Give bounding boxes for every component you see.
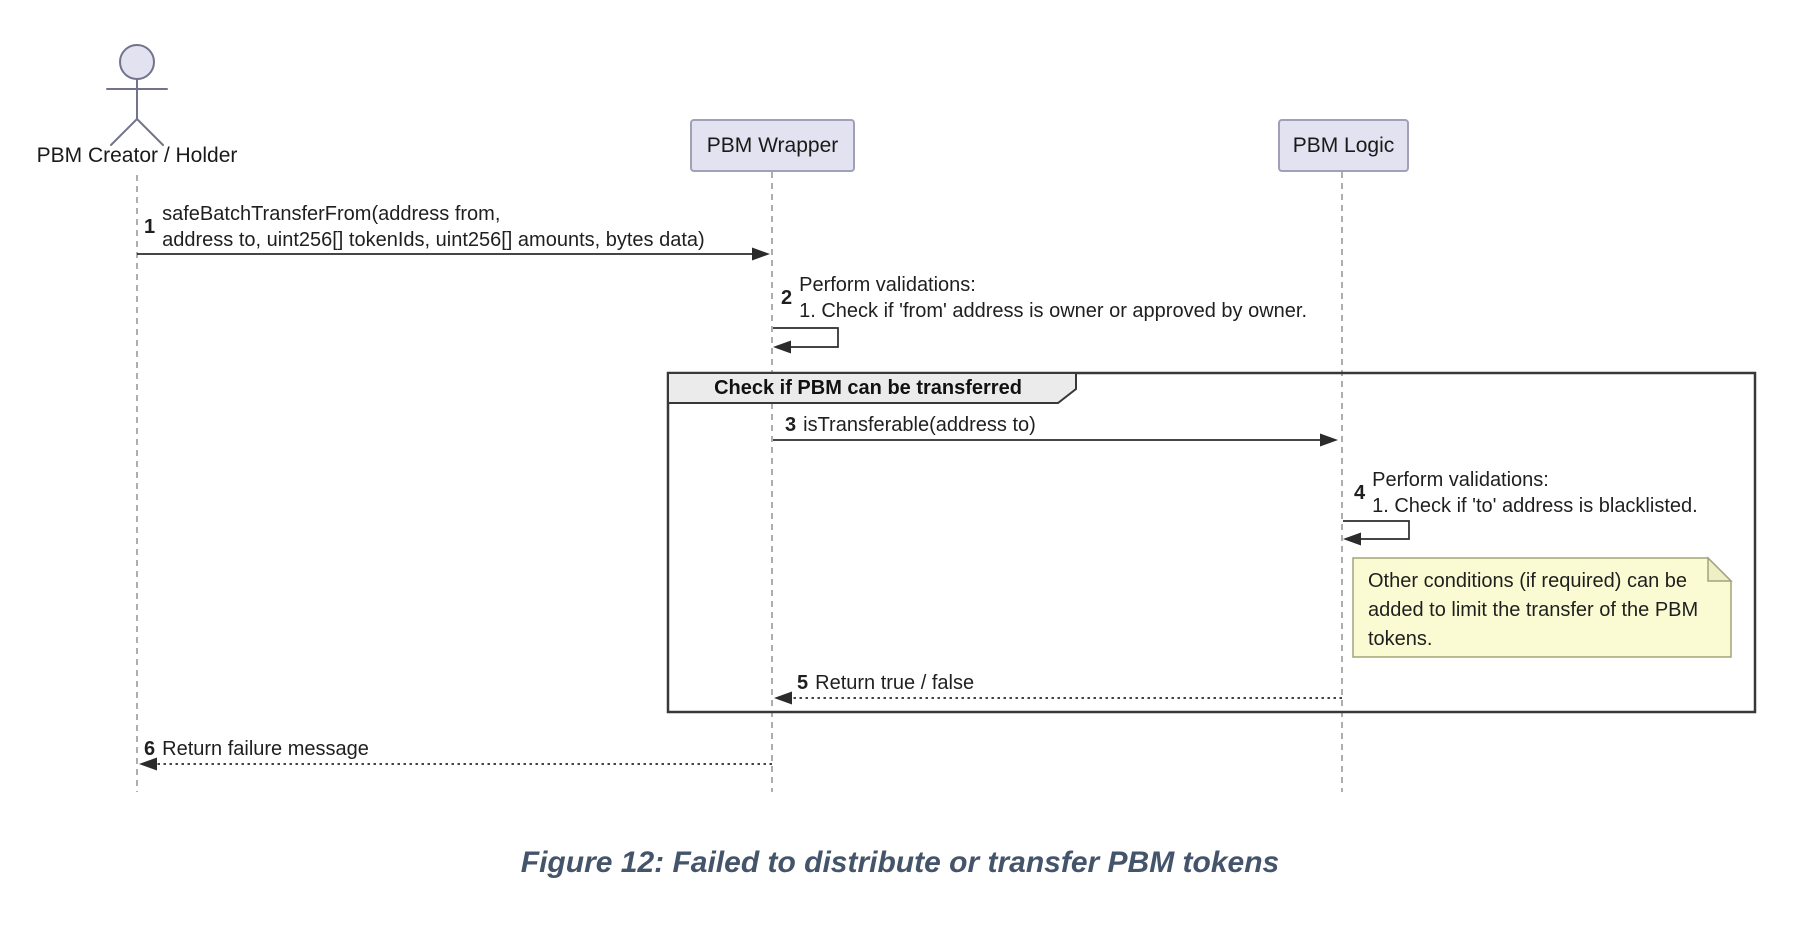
arrowhead-message-2 [773,340,791,354]
fragment-title: Check if PBM can be transferred [714,376,1022,399]
participant-pbm-wrapper-label: PBM Wrapper [706,133,839,157]
arrow-message-4-self [1343,520,1410,540]
actor-leg-left [110,118,138,146]
message-5: 5 Return true / false [797,670,974,696]
actor-label: PBM Creator / Holder [36,144,238,167]
arrow-message-2-self [773,327,839,348]
message-4-line-1: Perform validations: [1372,469,1549,491]
message-3: 3 isTransferable(address to) [785,412,1036,438]
actor-leg-right [136,118,164,146]
arrowhead-message-4 [1343,532,1361,546]
arrowhead-message-1 [752,247,770,261]
message-3-number: 3 [785,413,797,436]
note-shape [1352,557,1732,658]
note-line-3: tokens. [1368,628,1433,650]
message-2-line-1: Perform validations: [799,274,976,296]
message-4-number: 4 [1354,481,1366,504]
message-6-number: 6 [144,737,156,760]
figure-caption: Figure 12: Failed to distribute or trans… [520,846,1280,879]
participant-pbm-logic-label: PBM Logic [1292,133,1395,157]
arrowhead-message-3 [1320,433,1338,447]
message-3-text: isTransferable(address to) [803,414,1036,436]
message-4-line-2: 1. Check if 'to' address is blacklisted. [1372,495,1698,517]
message-6: 6 Return failure message [144,736,369,762]
message-2-line-2: 1. Check if 'from' address is owner or a… [799,300,1307,322]
message-1-line-2: address to, uint256[] tokenIds, uint256[… [162,229,705,251]
message-6-text: Return failure message [162,738,369,760]
note-line-1: Other conditions (if required) can be [1368,570,1688,592]
message-5-text: Return true / false [815,672,975,694]
actor-icon [106,44,168,146]
note: Other conditions (if required) can be ad… [1368,567,1720,654]
message-1-line-1: safeBatchTransferFrom(address from, [162,203,501,225]
actor-head [119,44,155,80]
message-1-number: 1 [144,215,156,238]
message-1: 1 safeBatchTransferFrom(address from, ad… [144,201,705,253]
message-2-number: 2 [781,286,793,309]
note-line-2: added to limit the transfer of the PBM [1368,599,1699,621]
message-2: 2 Perform validations: 1. Check if 'from… [781,272,1307,324]
note-fold-corner [1707,556,1733,582]
fragment-title-tab [667,372,1077,404]
participant-pbm-logic: PBM Logic [1278,119,1409,172]
message-5-number: 5 [797,671,809,694]
message-4: 4 Perform validations: 1. Check if 'to' … [1354,467,1698,519]
arrowhead-message-5 [774,691,792,705]
arrowhead-message-6 [139,757,157,771]
fragment-frame [666,371,1757,714]
participant-pbm-wrapper: PBM Wrapper [690,119,855,172]
